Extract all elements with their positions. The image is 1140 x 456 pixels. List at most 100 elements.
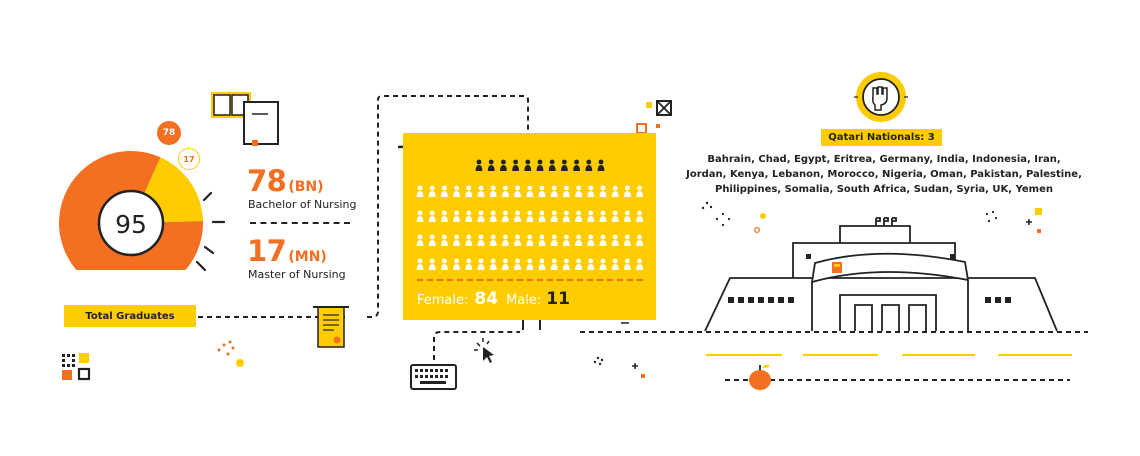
female-figure bbox=[416, 234, 424, 246]
burst-ticks bbox=[195, 191, 226, 272]
monitor-stand bbox=[522, 320, 541, 330]
university-building-icon bbox=[704, 217, 1058, 332]
female-figure bbox=[636, 210, 643, 222]
female-figure bbox=[624, 258, 631, 270]
female-figure bbox=[441, 258, 448, 270]
female-figure bbox=[611, 185, 619, 197]
yellow-dot bbox=[236, 359, 244, 367]
male-figure bbox=[561, 159, 568, 171]
female-figure bbox=[416, 258, 424, 270]
female-figure bbox=[502, 185, 509, 197]
orange-mini-square-2 bbox=[1037, 229, 1041, 233]
cursor-click-icon bbox=[474, 338, 494, 363]
female-figure bbox=[453, 185, 460, 197]
female-figure bbox=[514, 210, 521, 222]
female-figure bbox=[441, 234, 448, 246]
sparkle-dark bbox=[593, 356, 604, 366]
countries-list: Bahrain, Chad, Egypt, Eritrea, Germany, … bbox=[674, 152, 1094, 197]
female-figure bbox=[514, 185, 521, 197]
female-count: 84 bbox=[474, 289, 499, 309]
female-figure bbox=[611, 234, 619, 246]
female-figure bbox=[624, 185, 631, 197]
male-figure bbox=[500, 159, 507, 171]
female-figure bbox=[441, 210, 448, 222]
diploma-scroll-icon bbox=[313, 306, 349, 348]
female-figure bbox=[587, 234, 595, 246]
female-figure bbox=[416, 185, 424, 197]
master-count: 17 bbox=[247, 234, 287, 268]
master-abbr: (MN) bbox=[288, 249, 327, 265]
female-figure bbox=[563, 210, 570, 222]
bachelor-count: 78 bbox=[247, 164, 287, 198]
orange-dot-square bbox=[656, 124, 660, 128]
female-figure bbox=[489, 210, 497, 222]
total-value: 95 bbox=[115, 210, 147, 239]
bachelor-abbr: (BN) bbox=[288, 179, 324, 195]
male-figure bbox=[597, 159, 605, 171]
female-figure bbox=[489, 258, 497, 270]
female-figure bbox=[636, 234, 643, 246]
male-count: 11 bbox=[546, 289, 570, 309]
apple-icon bbox=[749, 364, 771, 390]
female-label: Female: bbox=[417, 293, 469, 308]
male-label: Male: bbox=[506, 293, 542, 308]
female-figure bbox=[611, 210, 619, 222]
qatari-nationals-label: Qatari Nationals: 3 bbox=[821, 129, 942, 146]
female-figure bbox=[599, 234, 607, 246]
female-figure bbox=[465, 234, 473, 246]
female-figure bbox=[538, 234, 546, 246]
female-figure bbox=[465, 185, 473, 197]
orange-ring bbox=[753, 227, 760, 234]
female-figure bbox=[489, 185, 497, 197]
female-figure bbox=[428, 210, 436, 222]
female-figure bbox=[477, 234, 485, 246]
female-figure bbox=[575, 185, 582, 197]
box-x-icon bbox=[656, 100, 672, 116]
female-figure bbox=[636, 258, 643, 270]
orange-mini-square bbox=[641, 374, 645, 378]
female-figure bbox=[599, 185, 607, 197]
female-figure bbox=[453, 258, 460, 270]
badge-mn-text: 17 bbox=[183, 154, 195, 164]
female-figure bbox=[563, 258, 570, 270]
gender-summary: Female: 84 Male: 11 bbox=[417, 289, 570, 309]
female-figure bbox=[428, 234, 436, 246]
female-figure bbox=[465, 210, 473, 222]
connector-path-bottom bbox=[433, 331, 1088, 360]
countries-line: Jordan, Kenya, Lebanon, Morocco, Nigeria… bbox=[686, 169, 1082, 180]
female-figure bbox=[502, 258, 509, 270]
degree-divider bbox=[250, 222, 350, 224]
female-figure bbox=[611, 258, 619, 270]
female-figure bbox=[599, 210, 607, 222]
plus-mark bbox=[632, 363, 638, 369]
connector-path-left bbox=[198, 95, 529, 318]
female-figure bbox=[624, 210, 631, 222]
badge-bn-text: 78 bbox=[162, 128, 176, 138]
female-figure bbox=[453, 234, 460, 246]
male-figure bbox=[475, 159, 483, 171]
female-figure bbox=[575, 258, 582, 270]
keyboard-icon bbox=[410, 364, 457, 390]
badge-bn-value: 78 bbox=[157, 121, 181, 145]
master-block: 17(MN) Master of Nursing bbox=[247, 234, 346, 281]
square-pattern bbox=[62, 353, 91, 381]
female-figure bbox=[477, 185, 485, 197]
donut-center bbox=[97, 189, 165, 257]
yellow-square-2 bbox=[1035, 208, 1042, 215]
female-figure bbox=[550, 185, 558, 197]
female-figure bbox=[428, 185, 436, 197]
female-figure bbox=[477, 210, 485, 222]
countries-line: Bahrain, Chad, Egypt, Eritrea, Germany, … bbox=[707, 154, 1061, 165]
female-figure bbox=[526, 234, 534, 246]
badge-mn-value: 17 bbox=[178, 148, 200, 170]
male-figure bbox=[585, 159, 593, 171]
female-figure bbox=[526, 258, 534, 270]
female-figure bbox=[550, 234, 558, 246]
male-figure bbox=[487, 159, 495, 171]
total-graduates-label: Total Graduates bbox=[64, 305, 196, 327]
female-figure bbox=[563, 185, 570, 197]
female-figure bbox=[465, 258, 473, 270]
female-figure bbox=[587, 258, 595, 270]
female-figure bbox=[624, 234, 631, 246]
female-figure bbox=[550, 210, 558, 222]
